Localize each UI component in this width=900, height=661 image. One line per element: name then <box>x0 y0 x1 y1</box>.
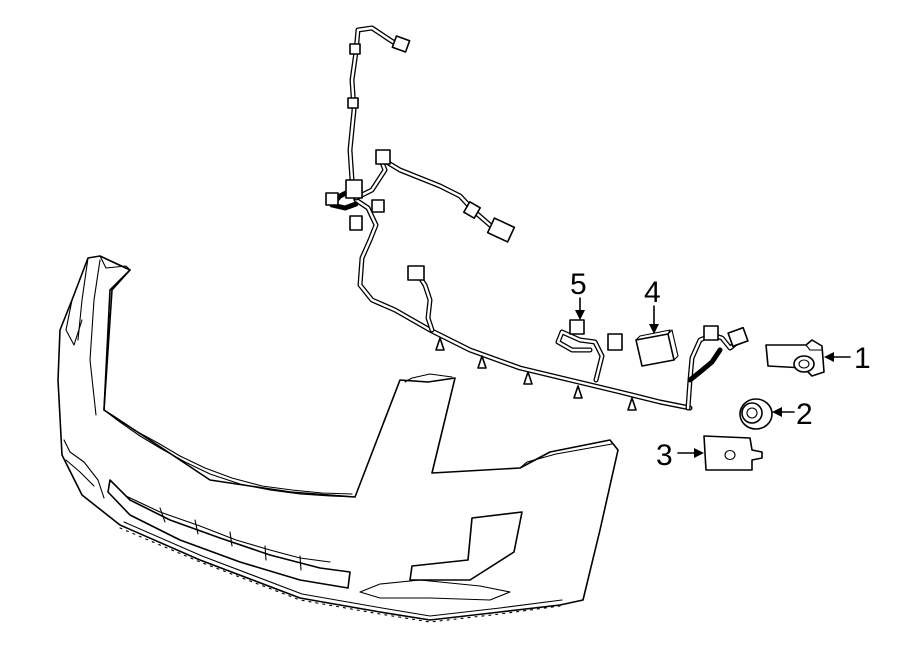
sensor-retainer-ring <box>739 398 773 430</box>
callout-number: 3 <box>656 439 673 472</box>
sensor-mounting-bracket <box>703 435 763 471</box>
arrow-right-icon <box>694 448 704 458</box>
callout-4: 4 <box>644 276 661 334</box>
callout-5: 5 <box>570 268 587 320</box>
arrow-left-icon <box>772 407 782 417</box>
callout-3: 3 <box>656 439 704 472</box>
arrow-left-icon <box>824 352 834 362</box>
callout-1: 1 <box>824 342 871 375</box>
arrow-down-icon <box>649 324 659 334</box>
callout-number: 2 <box>796 398 813 431</box>
callout-number: 4 <box>644 276 661 309</box>
parking-sensor <box>765 339 825 377</box>
arrow-down-icon <box>575 310 585 320</box>
wire-harness <box>325 25 749 411</box>
parking-aid-module <box>635 329 679 367</box>
callout-number: 5 <box>570 268 587 301</box>
callout-2: 2 <box>772 398 813 431</box>
callout-number: 1 <box>854 342 871 375</box>
bumper-cover <box>57 255 619 623</box>
